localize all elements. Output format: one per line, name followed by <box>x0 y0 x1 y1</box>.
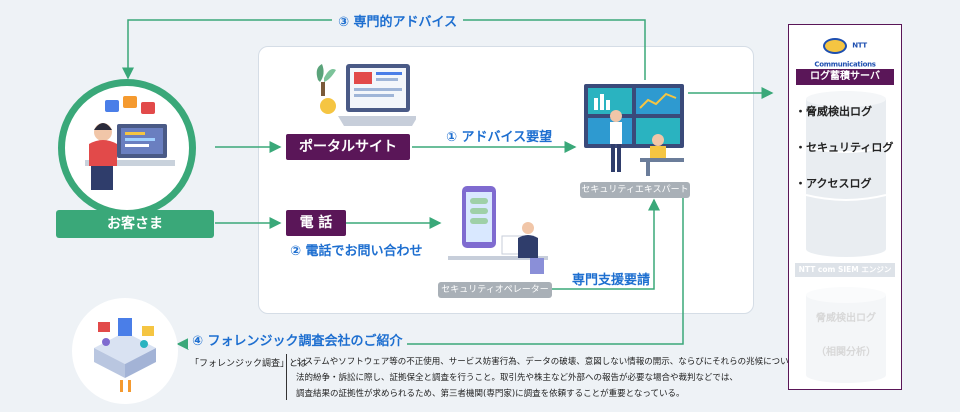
person-at-computer-icon <box>85 96 175 190</box>
forensic-definition-line: 法的紛争・訴訟に際し、証拠保全と調査を行うこと。取引先や株主など外部への報告が必… <box>296 373 738 383</box>
security-operator-label: セキュリティオペレーター <box>441 285 549 295</box>
forensic-definition-divider <box>286 354 287 400</box>
advice-request-number: ① <box>446 130 458 145</box>
log-storage-server-panel: NTT Communications ログ蓄積サーバ ・脅威検出ログ ・セキュリ… <box>788 24 902 390</box>
forensic-definition-text: システムやソフトウェア等の不正使用、サービス妨害行為、データの破壊、意図しない情… <box>296 354 805 402</box>
customer-illustration <box>58 79 196 217</box>
operator-phone-icon <box>448 186 548 274</box>
forensic-investigation-icon <box>94 318 156 392</box>
server-log-item: ・アクセスログ <box>795 177 872 190</box>
phone-label: 電 話 <box>299 215 333 231</box>
siem-engine-title: NTT com SIEM エンジン <box>795 263 895 277</box>
siem-item: （相関分析） <box>816 347 876 358</box>
laptop-website-icon <box>316 64 418 126</box>
log-storage-server-title: ログ蓄積サーバ <box>796 69 894 85</box>
forensic-label: ④ フォレンジック調査会社のご紹介 <box>188 330 407 349</box>
forensic-definition-term: 「フォレンジック調査」とは <box>190 359 308 369</box>
server-log-item: ・脅威検出ログ <box>795 105 872 118</box>
customer-label: お客さま <box>107 216 163 232</box>
siem-item: 脅威検出ログ <box>816 313 876 324</box>
forensic-definition-line: 調査結果の証拠性が求められるため、第三者機関(専門家)に調査を依頼することが重要… <box>296 389 685 399</box>
siem-database-icon <box>806 287 886 383</box>
ntt-communications-logo: NTT Communications <box>804 35 886 69</box>
portal-site-button[interactable]: ポータルサイト <box>286 134 410 160</box>
advice-label: ③ 専門的アドバイス <box>332 11 464 30</box>
ntt-logo-mark <box>823 37 848 54</box>
phone-inquiry-number: ② <box>290 244 302 259</box>
forensic-illustration <box>72 298 178 404</box>
portal-illustration <box>308 60 418 134</box>
server-log-item: ・セキュリティログ <box>795 141 894 154</box>
customer-tag: お客さま <box>56 210 214 238</box>
security-expert-illustration <box>580 80 688 180</box>
advice-number: ③ <box>338 15 350 30</box>
siem-engine-graphic <box>806 287 886 383</box>
server-database-graphic <box>805 91 887 257</box>
database-cylinder-icon <box>805 91 887 257</box>
forensic-definition-line: システムやソフトウェア等の不正使用、サービス妨害行為、データの破壊、意図しない情… <box>296 357 805 367</box>
portal-site-label: ポータルサイト <box>299 139 397 155</box>
security-operator-illustration <box>444 180 552 280</box>
ntt-logo-text: NTT Communications <box>814 41 876 69</box>
security-expert-label: セキュリティエキスパート <box>581 185 689 195</box>
phone-inquiry-label: ② 電話でお問い合わせ <box>290 244 423 259</box>
operator-to-expert-line <box>552 198 660 290</box>
advice-request-label: ① アドバイス要望 <box>446 130 553 145</box>
support-request-label: 専門支援要請 <box>572 273 651 288</box>
security-operator-tag: セキュリティオペレーター <box>438 282 552 298</box>
expert-monitors-icon <box>584 84 684 176</box>
phone-button[interactable]: 電 話 <box>286 210 346 236</box>
security-expert-tag: セキュリティエキスパート <box>580 182 690 198</box>
forensic-number: ④ <box>192 334 204 349</box>
